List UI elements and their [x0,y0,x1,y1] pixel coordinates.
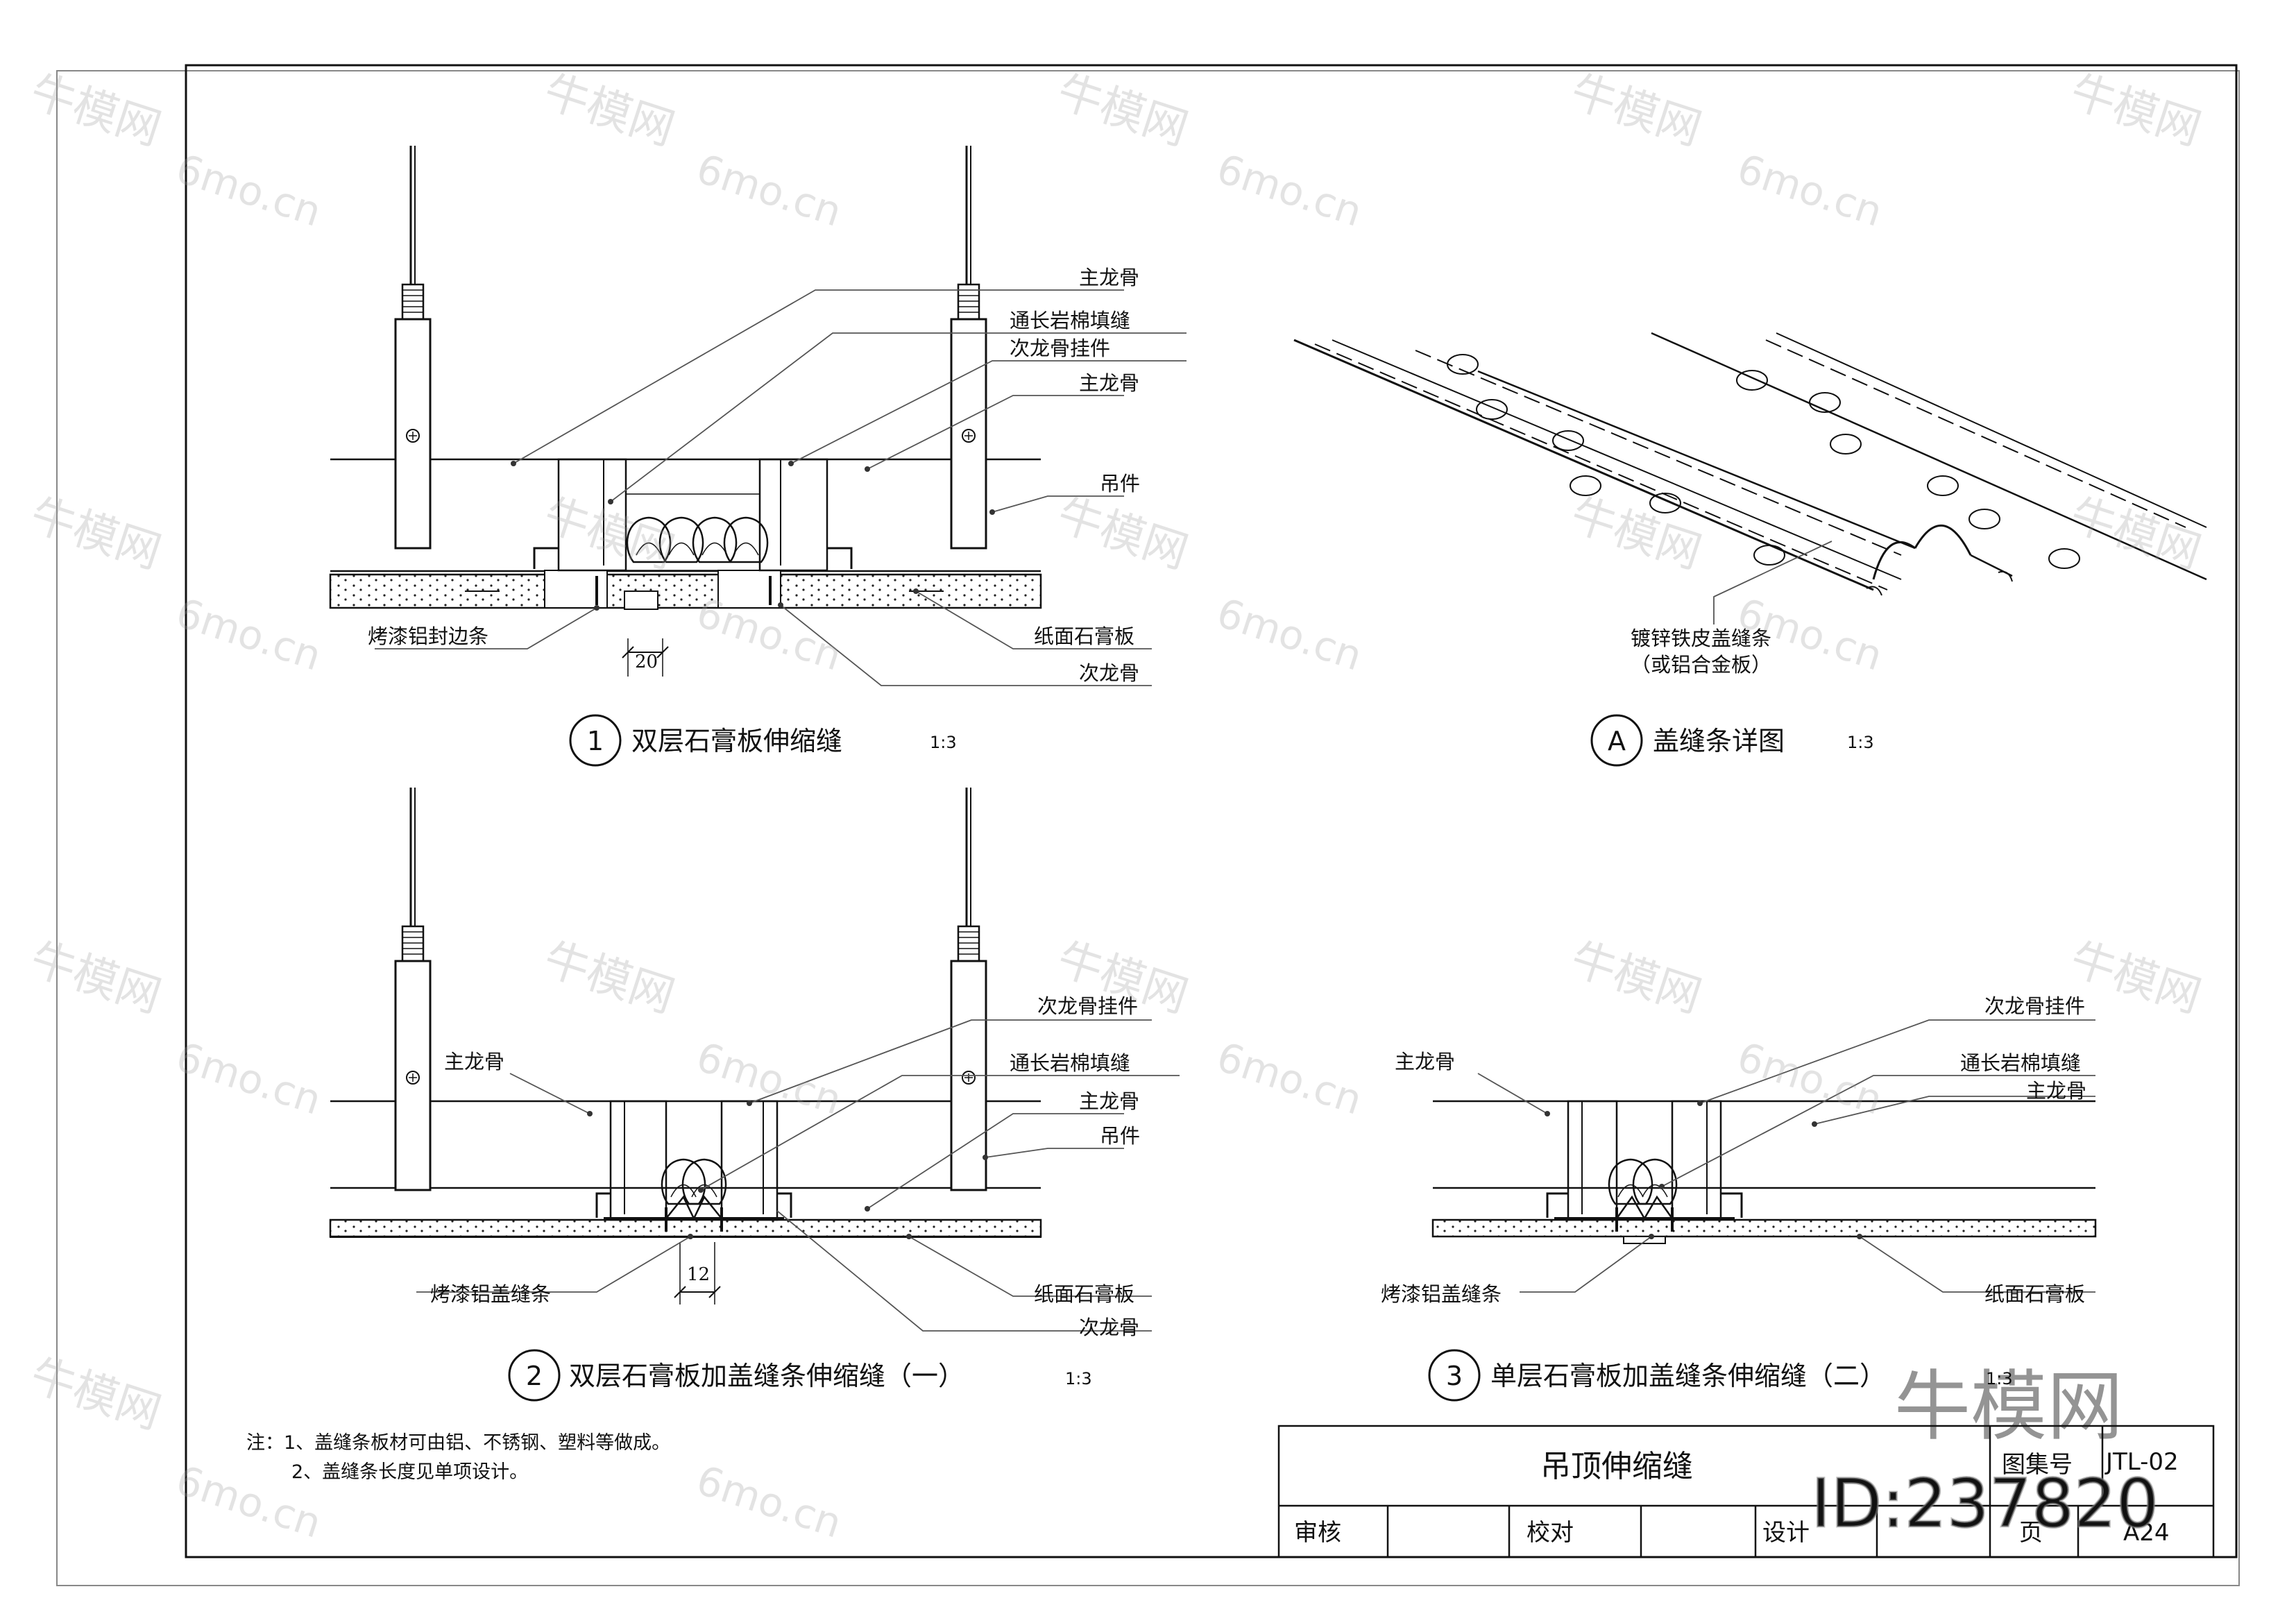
detail-a-scale: 1:3 [1847,733,1874,752]
detail-a-leader [1713,541,1832,624]
detail-2-dimension: 12 [687,1264,710,1285]
detail-1-label-rock-wool: 通长岩棉填缝 [1010,309,1130,332]
detail-2-label-main-keel: 主龙骨 [1079,1089,1139,1113]
outer-frame [56,70,2240,1586]
detail-3-label-sec-keel-hanger: 次龙骨挂件 [1984,994,2085,1018]
detail-a-title: 盖缝条详图 [1653,726,1785,756]
svg-text:6mo.cn: 6mo.cn [1211,1033,1368,1124]
title-block-page-value: A24 [2123,1519,2170,1547]
detail-1-label-main-keel-top: 主龙骨 [1079,266,1139,289]
detail-a-drawing [1293,332,2207,596]
detail-a-caption-line1: 镀锌铁皮盖缝条 [1631,627,1771,650]
svg-text:6mo.cn: 6mo.cn [691,1456,847,1547]
note-line-1: 注：1、盖缝条板材可由铝、不锈钢、塑料等做成。 [246,1432,670,1454]
svg-text:牛模网: 牛模网 [1565,66,1707,156]
detail-2-label-main-keel-left: 主龙骨 [444,1050,504,1073]
svg-text:6mo.cn: 6mo.cn [691,145,847,236]
svg-text:6mo.cn: 6mo.cn [171,145,327,236]
detail-2-label-gypsum-board: 纸面石膏板 [1034,1282,1134,1306]
detail-1-title: 双层石膏板伸缩缝 [631,726,842,756]
title-block-design: 设计 [1762,1519,1810,1547]
title-block-page-label: 页 [2019,1519,2043,1547]
detail-1-label-sec-keel: 次龙骨 [1079,661,1139,685]
title-block-drawing-title: 吊顶伸缩缝 [1540,1449,1693,1484]
detail-2-leaders [416,1019,1180,1332]
svg-text:6mo.cn: 6mo.cn [1732,145,1888,236]
detail-2-drawing [329,786,1042,1305]
detail-1-label-edge-strip: 烤漆铝封边条 [368,624,488,648]
title-block-atlas-label: 图集号 [2002,1451,2073,1479]
detail-2-label-cover-strip: 烤漆铝盖缝条 [430,1282,551,1306]
watermark-brand-large: 牛模网 [1894,1362,2123,1451]
title-block-atlas-value: JTL-02 [2104,1448,2179,1476]
svg-text:牛模网: 牛模网 [1051,489,1193,579]
detail-1-number: 1 [587,726,604,756]
title-block-check: 校对 [1527,1519,1574,1547]
detail-2-label-sec-keel-hanger: 次龙骨挂件 [1037,994,1138,1018]
svg-text:牛模网: 牛模网 [24,1350,167,1440]
detail-3-leaders [1477,1019,2095,1293]
svg-text:牛模网: 牛模网 [2064,933,2206,1023]
svg-text:6mo.cn: 6mo.cn [691,1033,847,1124]
detail-2-label-rock-wool: 通长岩棉填缝 [1010,1051,1130,1075]
detail-3-label-gypsum-board: 纸面石膏板 [1984,1282,2085,1306]
detail-2-scale: 1:3 [1065,1369,1092,1388]
svg-text:牛模网: 牛模网 [1051,66,1193,156]
detail-2-label-hanger: 吊件 [1100,1124,1140,1148]
svg-text:牛模网: 牛模网 [1565,933,1707,1023]
svg-text:牛模网: 牛模网 [1565,489,1707,579]
svg-text:6mo.cn: 6mo.cn [1211,589,1368,680]
detail-2-label-sec-keel: 次龙骨 [1079,1316,1139,1339]
detail-3-drawing [1431,1100,2097,1244]
inner-frame [185,64,2238,1558]
detail-1-dimension: 20 [635,652,658,672]
detail-3-title: 单层石膏板加盖缝条伸缩缝（二） [1490,1361,1886,1391]
detail-2-title: 双层石膏板加盖缝条伸缩缝（一） [569,1361,964,1391]
detail-3-label-rock-wool: 通长岩棉填缝 [1960,1051,2081,1075]
svg-text:6mo.cn: 6mo.cn [1732,1033,1888,1124]
svg-text:6mo.cn: 6mo.cn [1211,145,1368,236]
watermark-id: ID:237820 [1811,1465,2159,1543]
detail-1-label-sec-keel-hanger: 次龙骨挂件 [1010,337,1110,360]
title-block-review: 审核 [1294,1519,1341,1547]
svg-text:6mo.cn: 6mo.cn [171,1033,327,1124]
detail-3-label-main-keel-left: 主龙骨 [1395,1050,1455,1073]
detail-1-label-main-keel: 主龙骨 [1079,371,1139,395]
svg-text:牛模网: 牛模网 [538,933,680,1023]
detail-3-number: 3 [1446,1361,1463,1391]
detail-1-label-gypsum-board: 纸面石膏板 [1034,624,1134,648]
detail-a-number: A [1608,726,1626,756]
detail-2-number: 2 [526,1361,543,1391]
svg-text:6mo.cn: 6mo.cn [171,589,327,680]
svg-text:牛模网: 牛模网 [24,66,167,156]
title-block [1277,1425,2215,1558]
svg-text:牛模网: 牛模网 [2064,489,2206,579]
svg-text:牛模网: 牛模网 [538,66,680,156]
svg-text:牛模网: 牛模网 [24,933,167,1023]
detail-3-scale: 1:3 [1986,1369,2013,1388]
detail-1-drawing [329,144,1042,677]
detail-1-leaders [375,289,1187,686]
detail-a-caption-line2: （或铝合金板） [1631,653,1771,677]
detail-3-label-main-keel: 主龙骨 [2026,1079,2086,1103]
svg-text:牛模网: 牛模网 [24,489,167,579]
detail-1-scale: 1:3 [930,733,957,752]
detail-2-number-circle [508,1349,561,1402]
detail-3-number-circle [1428,1349,1481,1402]
detail-3-label-cover-strip: 烤漆铝盖缝条 [1381,1282,1502,1306]
note-line-2: 2、盖缝条长度见单项设计。 [291,1461,528,1483]
detail-1-label-hanger: 吊件 [1100,472,1140,495]
svg-text:牛模网: 牛模网 [2064,66,2206,156]
detail-a-number-circle [1590,714,1643,767]
detail-1-number-circle [569,714,622,767]
